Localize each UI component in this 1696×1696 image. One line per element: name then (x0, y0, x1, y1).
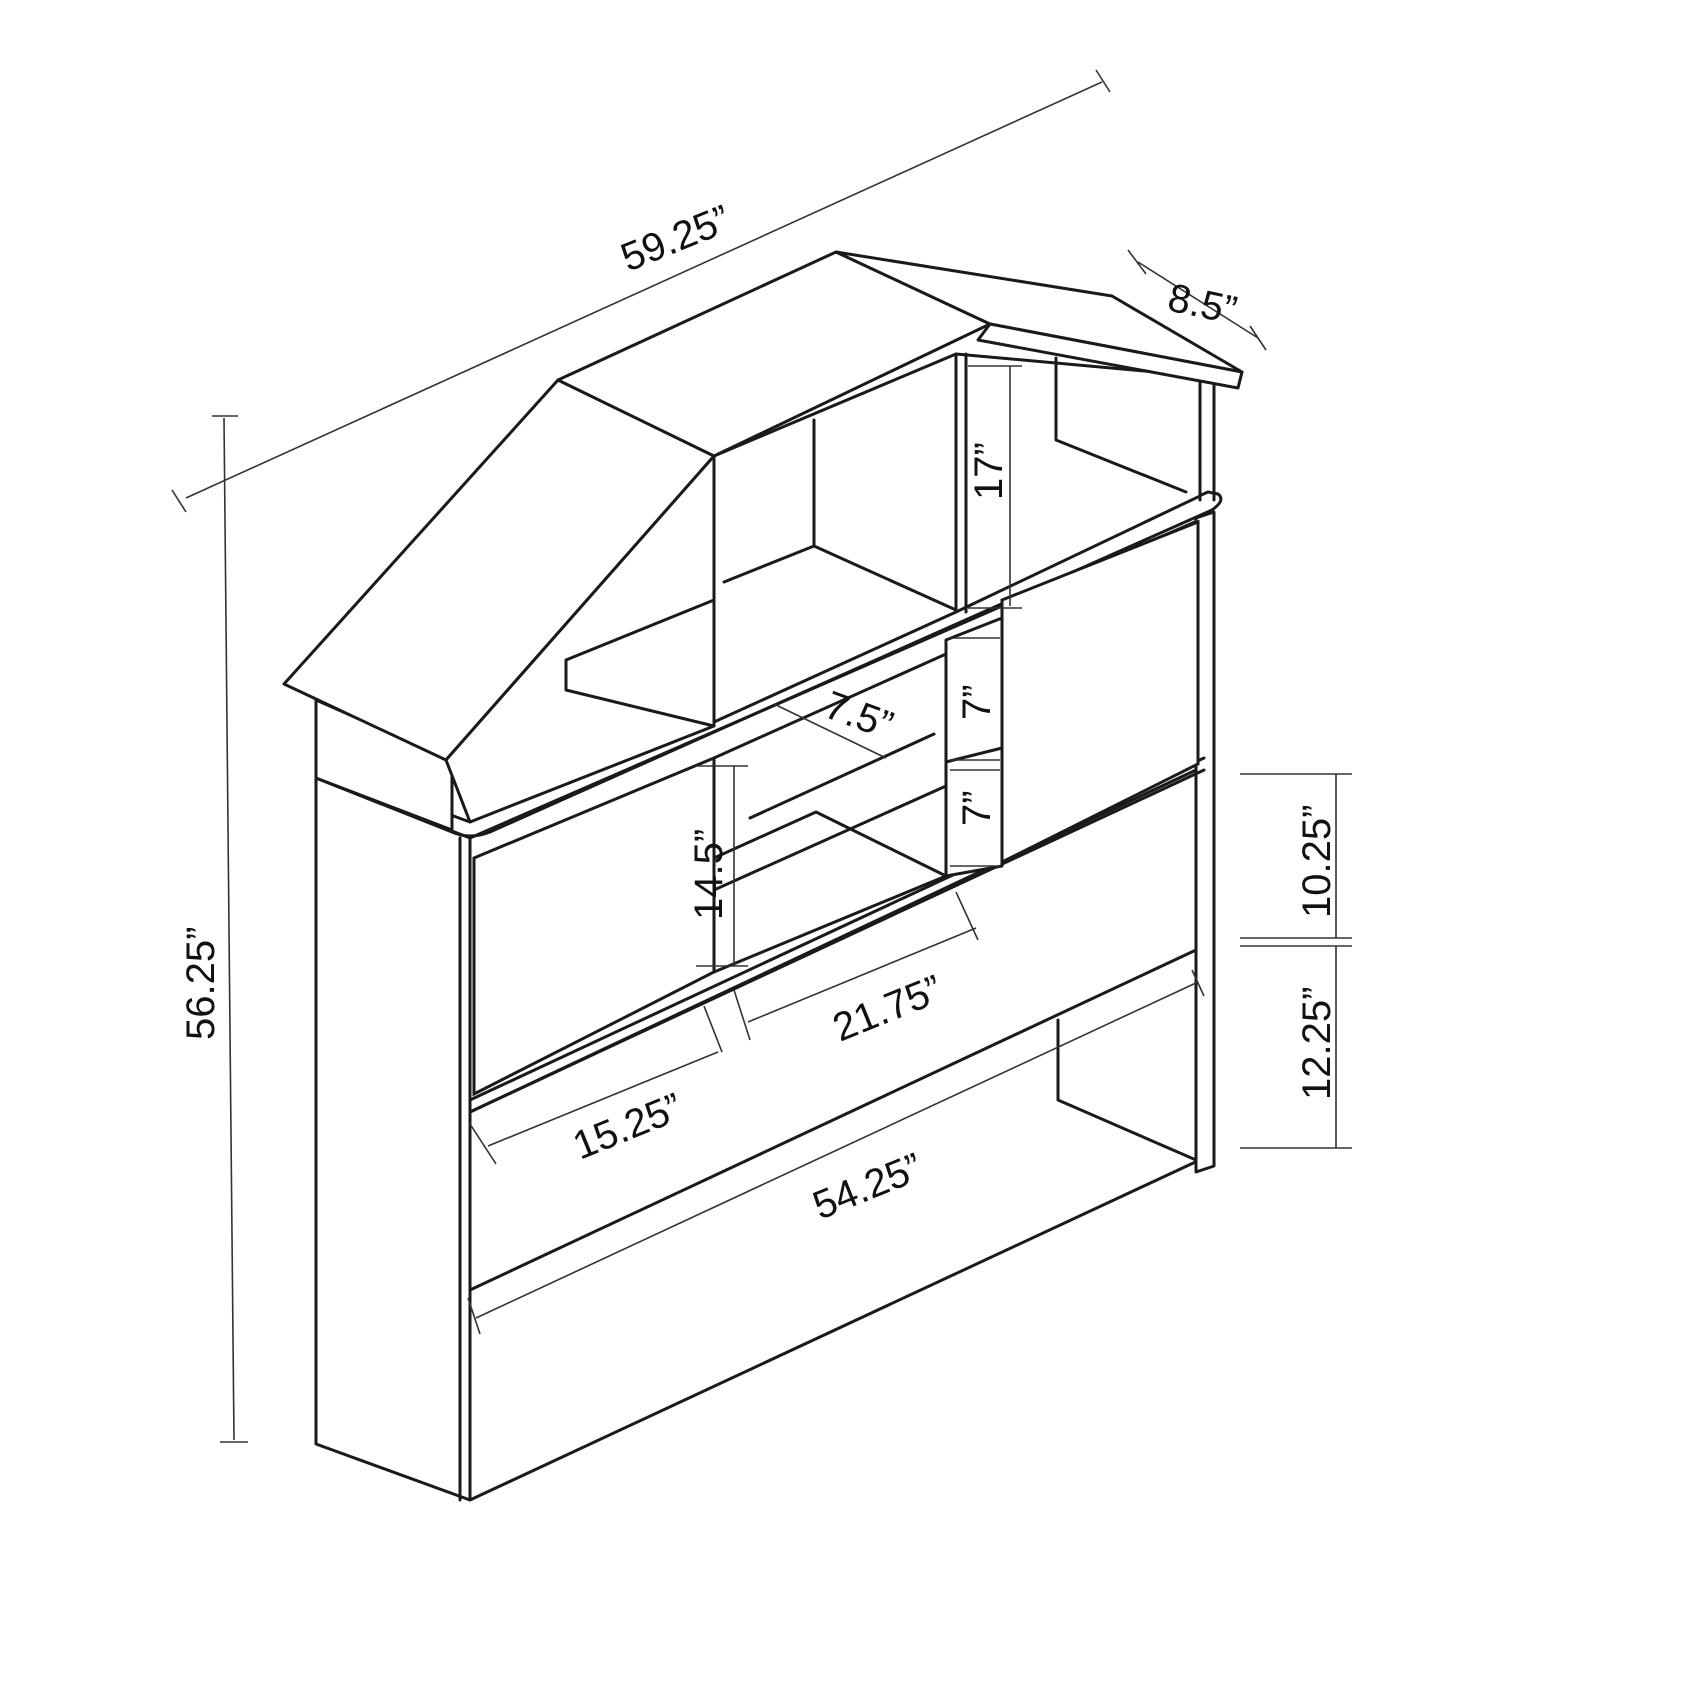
upper-right-cubby (954, 352, 1202, 614)
overall-width-label: 59.25” (615, 197, 737, 280)
lower-panel-height-label: 12.25” (1295, 987, 1339, 1100)
small-shelf-column (944, 616, 1004, 878)
right-post (1194, 510, 1216, 1174)
small-shelf-upper-label: 7” (955, 684, 999, 720)
dimension-lines (171, 69, 1352, 1443)
left-post (314, 776, 472, 1502)
overall-height-label: 56.25” (179, 927, 223, 1040)
small-shelf-lower-label: 7” (955, 790, 999, 826)
left-cubby-height-label: 14.5” (687, 829, 731, 920)
upper-shelf-height-label: 17” (967, 442, 1011, 500)
right-mirror-panel (1000, 519, 1200, 865)
lower-opening (468, 768, 1198, 1292)
main-ledge (314, 490, 1223, 838)
headboard-outline (282, 250, 1244, 1502)
depth-label: 8.5” (1164, 276, 1241, 333)
upper-panel-height-label: 10.25” (1295, 805, 1339, 918)
